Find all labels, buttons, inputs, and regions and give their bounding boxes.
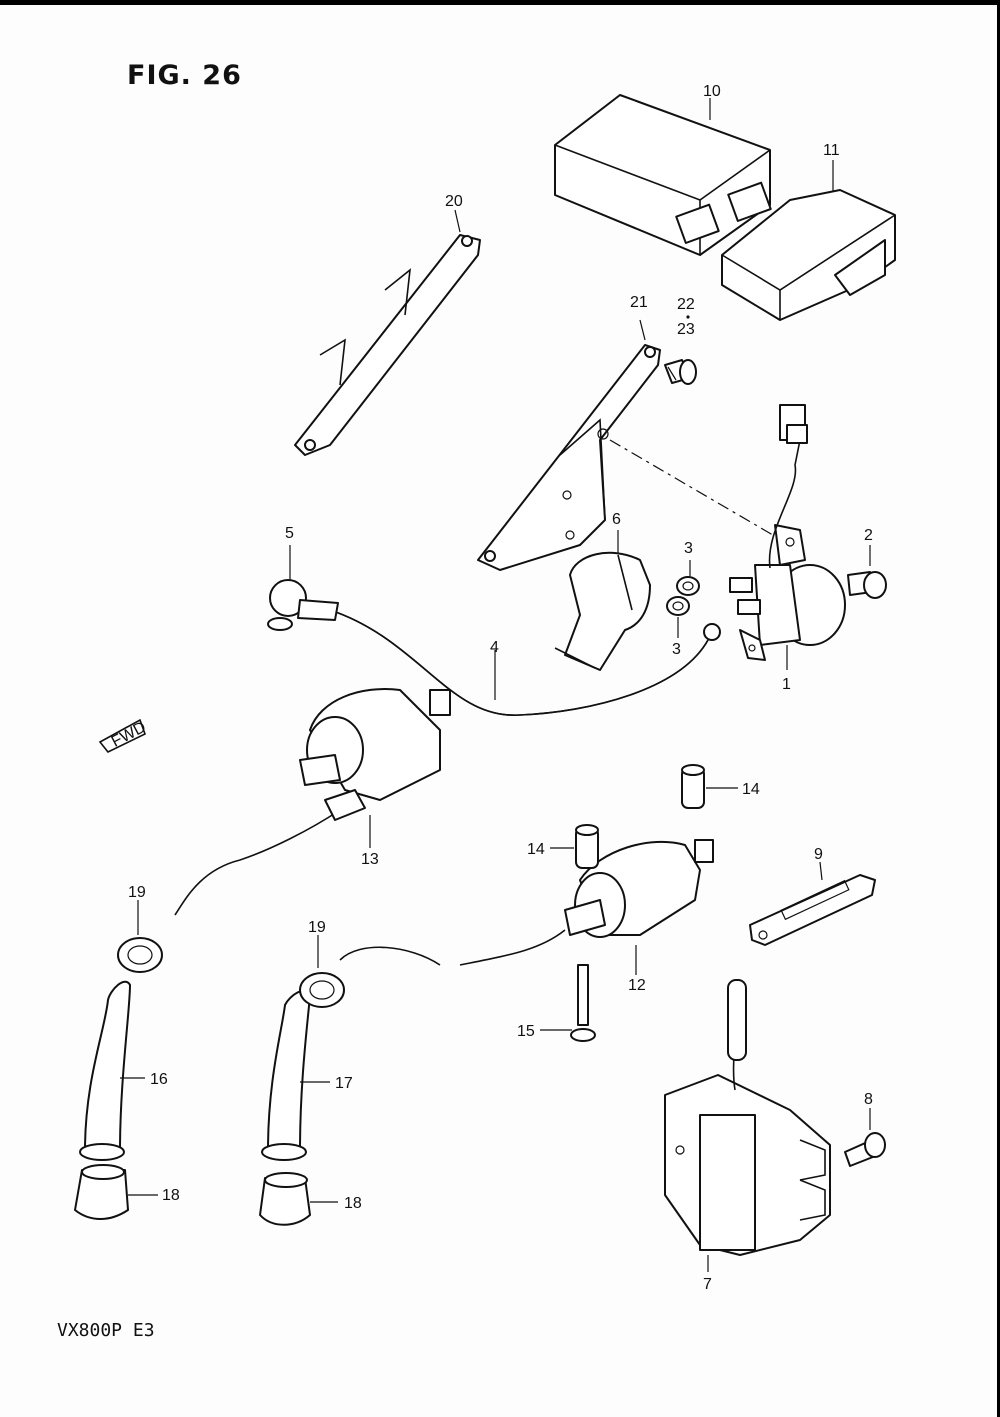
part-label-18-left: 18 bbox=[162, 1187, 180, 1204]
relay-cover-6 bbox=[554, 530, 651, 671]
screw-8 bbox=[844, 1108, 886, 1167]
plate-9 bbox=[749, 861, 876, 946]
part-label-20: 20 bbox=[445, 193, 463, 210]
part-label-3-lower: 3 bbox=[672, 641, 681, 658]
ignition-coil-13 bbox=[174, 688, 451, 916]
cap-14-upper bbox=[681, 764, 738, 809]
part-label-19-right: 19 bbox=[308, 919, 326, 936]
bolt-2 bbox=[847, 545, 887, 599]
part-label-17: 17 bbox=[335, 1075, 353, 1092]
sheet-right-border bbox=[997, 0, 1000, 1417]
part-label-16: 16 bbox=[150, 1071, 168, 1088]
part-label-dot bbox=[686, 315, 690, 319]
part-label-12: 12 bbox=[628, 977, 646, 994]
part-label-6: 6 bbox=[612, 511, 621, 528]
part-label-5: 5 bbox=[285, 525, 294, 542]
figure-title: FIG. 26 bbox=[127, 60, 242, 91]
cap-14-lower bbox=[550, 824, 599, 869]
part-label-9: 9 bbox=[814, 846, 823, 863]
bracket-20 bbox=[294, 209, 481, 456]
nuts-3 bbox=[666, 560, 700, 638]
starter-cable bbox=[267, 545, 721, 716]
bolt-15 bbox=[540, 964, 596, 1042]
regulator-rectifier bbox=[664, 979, 831, 1272]
part-label-21: 21 bbox=[630, 294, 648, 311]
part-label-14-lower: 14 bbox=[527, 841, 545, 858]
fwd-label: FWD bbox=[109, 719, 149, 751]
part-label-4: 4 bbox=[490, 639, 499, 656]
part-label-2: 2 bbox=[864, 527, 873, 544]
model-code: VX800P E3 bbox=[57, 1320, 155, 1341]
fwd-arrow-icon: FWD bbox=[98, 719, 149, 753]
part-label-19-left: 19 bbox=[128, 884, 146, 901]
part-label-23: 23 bbox=[677, 321, 695, 338]
part-label-10: 10 bbox=[703, 83, 721, 100]
part-label-15: 15 bbox=[517, 1023, 535, 1040]
part-label-1: 1 bbox=[782, 676, 791, 693]
part-label-22: 22 bbox=[677, 296, 695, 313]
sheet-top-border bbox=[0, 0, 1000, 5]
part-label-11: 11 bbox=[823, 142, 840, 159]
part-label-3-upper: 3 bbox=[684, 540, 693, 557]
screw-23 bbox=[664, 359, 697, 385]
part-label-8: 8 bbox=[864, 1091, 873, 1108]
bracket-21 bbox=[477, 319, 661, 571]
part-label-13: 13 bbox=[361, 851, 379, 868]
part-label-18-right: 18 bbox=[344, 1195, 362, 1212]
part-label-7: 7 bbox=[703, 1276, 712, 1293]
ignitor-unit bbox=[554, 94, 772, 256]
control-module bbox=[721, 160, 896, 321]
plug-cap-16 bbox=[74, 900, 163, 1220]
starter-relay bbox=[729, 404, 846, 670]
assembly-guide-line bbox=[609, 439, 791, 546]
plug-cap-17 bbox=[259, 935, 441, 1226]
part-label-14-upper: 14 bbox=[742, 781, 760, 798]
part-number-labels: 10 11 20 21 22 23 5 6 3 2 3 4 1 14 14 13… bbox=[128, 83, 873, 1293]
ignition-coil-12 bbox=[459, 839, 714, 975]
